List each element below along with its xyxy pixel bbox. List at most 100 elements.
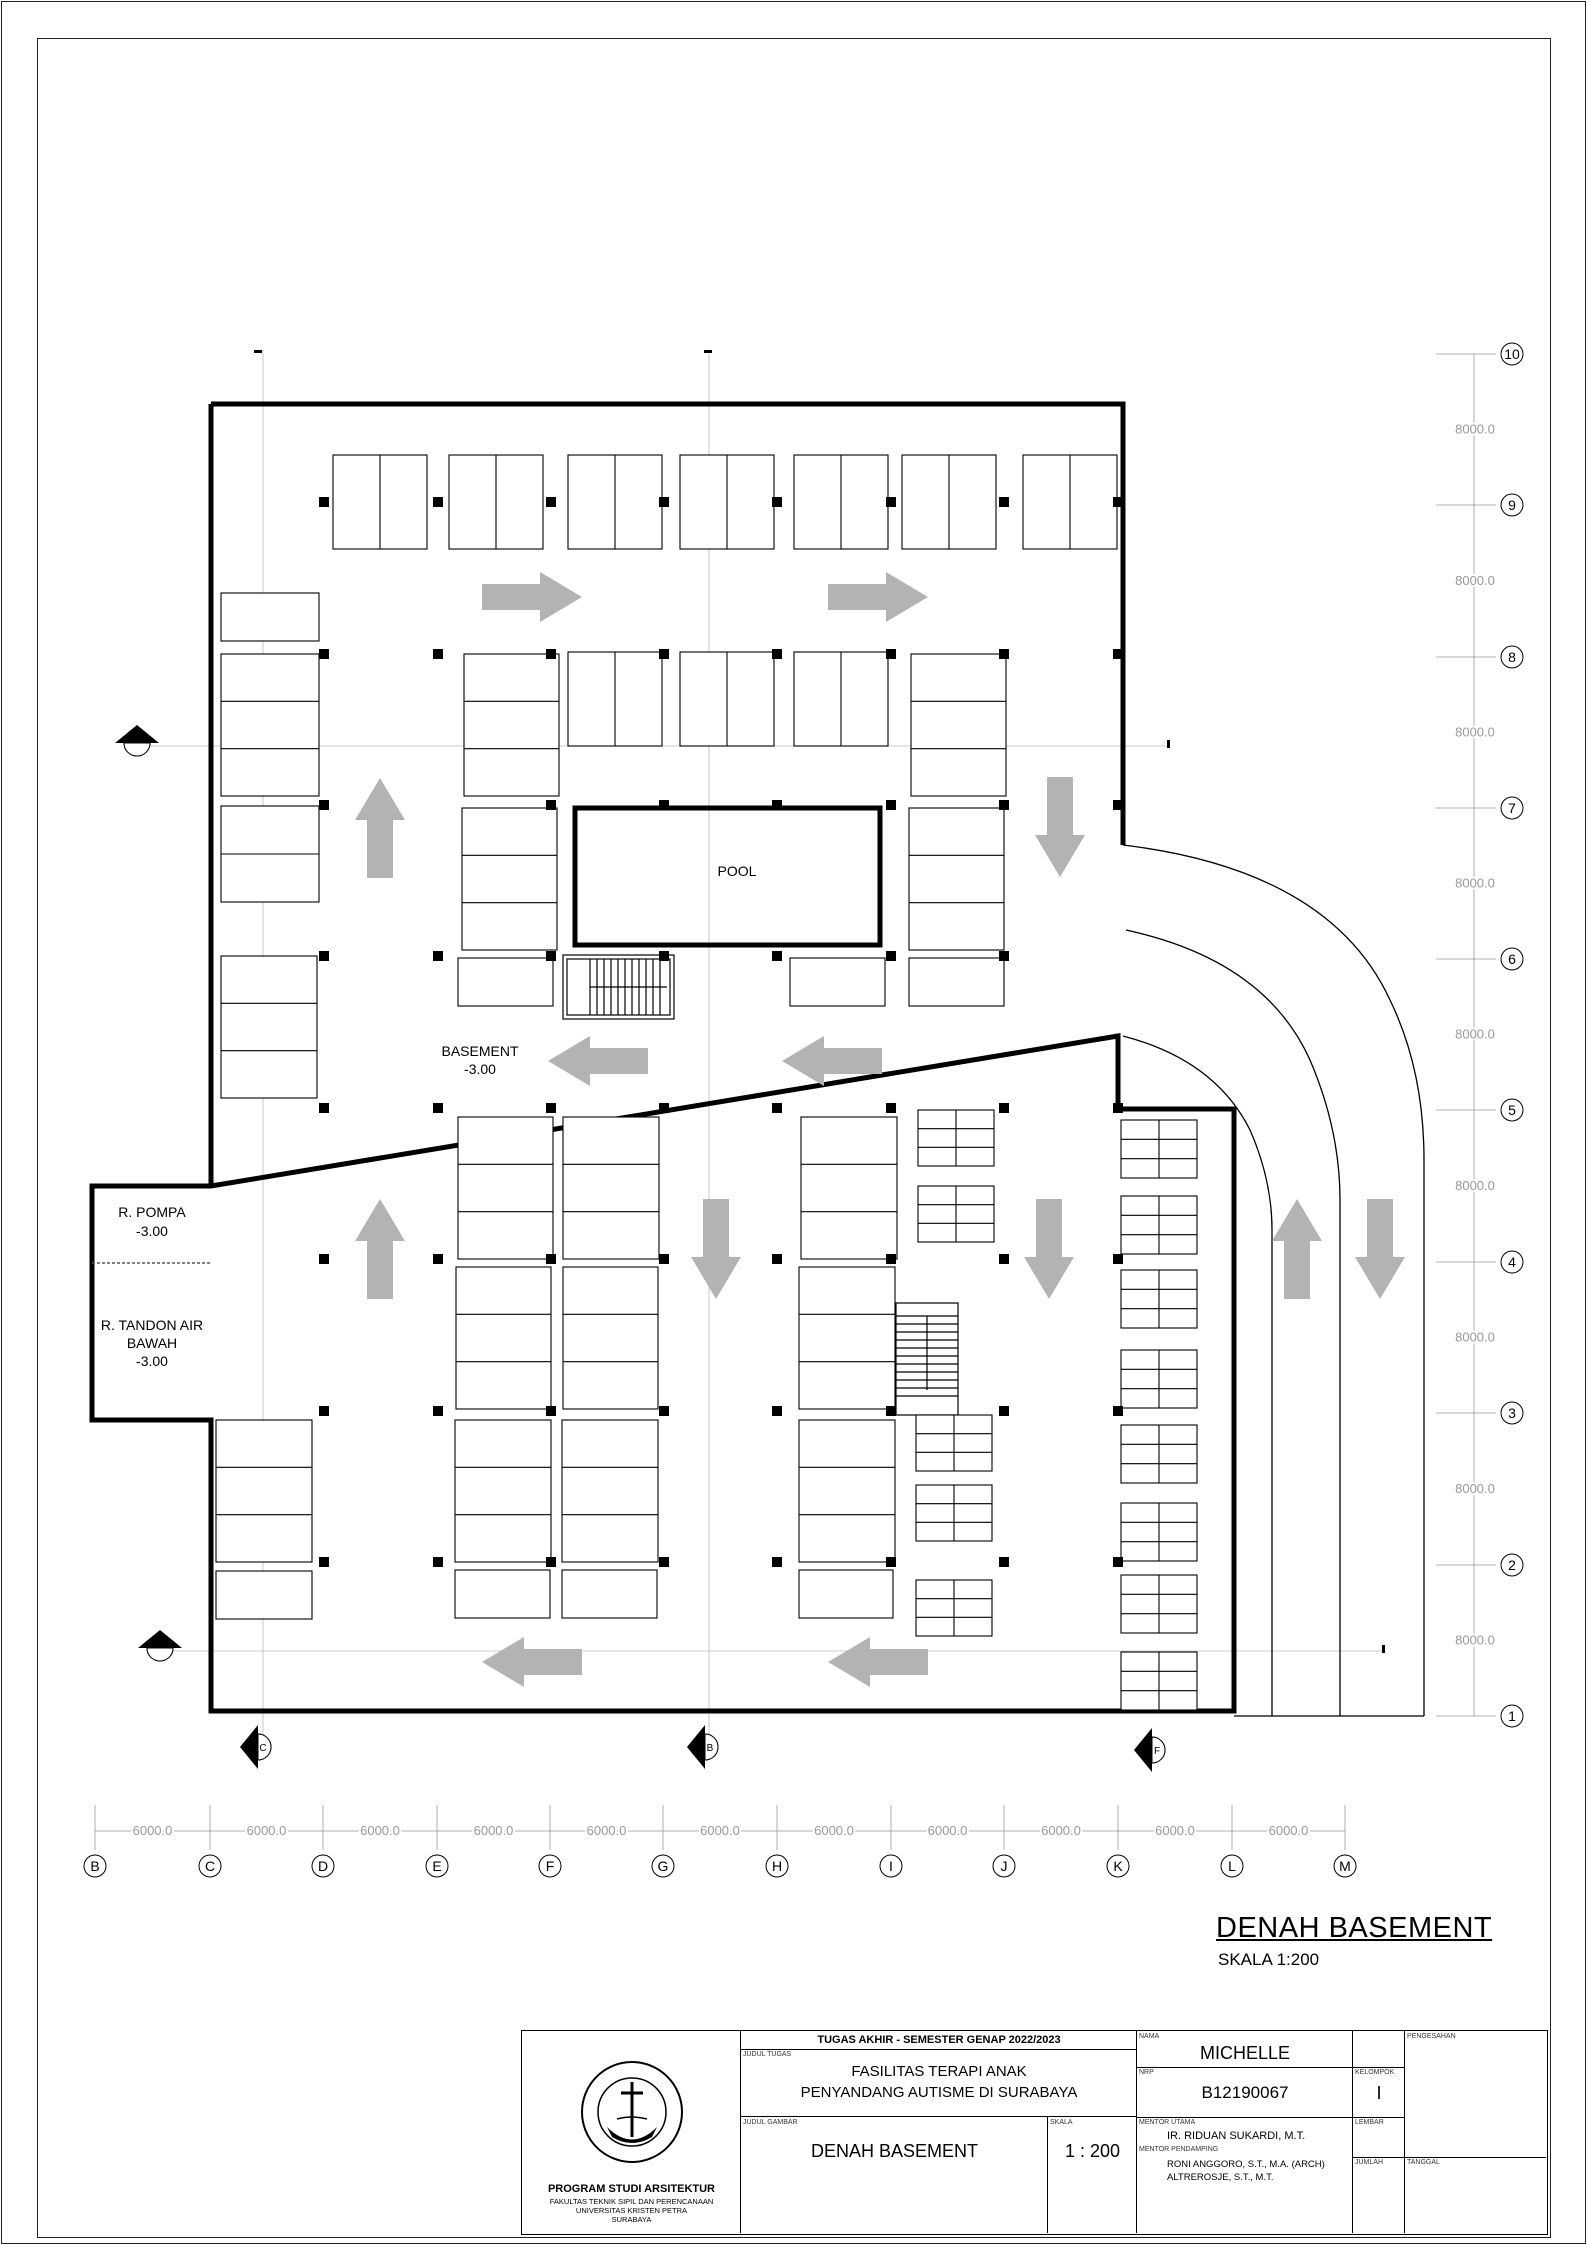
stall-outline [461,807,558,951]
drawing-name: DENAH BASEMENT [810,2141,979,2161]
stall-block [1120,1651,1198,1711]
section-arrow [115,725,159,743]
column [999,951,1009,961]
stair-bottom [895,1302,959,1416]
grid-bubble [765,1854,789,1878]
tank-room-label-2: BAWAH [127,1335,177,1351]
section-marker-d: D [115,725,159,757]
stall-block [789,957,886,1007]
grid-bubble [879,1854,903,1878]
arrow-up [1272,1199,1322,1299]
parking-stalls [215,454,1198,1711]
logo-cell: PROGRAM STUDI ARSITEKTUR FAKULTAS TEKNIK… [522,2031,741,2233]
task-header: TUGAS AKHIR - SEMESTER GENAP 2022/2023 [817,2034,1061,2046]
column [433,497,443,507]
grid-col-label: K [1113,1858,1123,1874]
grid-bubble [1106,1854,1130,1878]
grid-bubble [1220,1854,1244,1878]
tanggal-label: TANGGAL [1407,2159,1440,2166]
stall-block [1120,1195,1198,1255]
mentor-pendamping-1: RONI ANGGORO, S.T., M.A. (ARCH) [1167,2159,1325,2170]
grid-tick [1167,740,1170,748]
drawing-scale: SKALA 1:200 [1218,1950,1320,1969]
column [319,1406,329,1416]
stall-block [567,651,663,747]
column [999,649,1009,659]
grid-row-label: 5 [1508,1102,1516,1118]
pengesahan-label: PENGESAHAN [1407,2033,1456,2040]
column [772,1406,782,1416]
stall-block [798,1419,896,1563]
pool [572,805,883,948]
skala-label: SKALA [1050,2119,1073,2126]
grid-bubble [425,1854,449,1878]
section-marker-c: C [240,1725,272,1769]
grid-row-label: 10 [1504,346,1520,362]
stall-outline [561,1419,659,1563]
stall-outline [908,957,1005,1007]
grid-col-label: I [889,1858,893,1874]
stall-block [562,1266,659,1410]
col-dim-value: 6000.0 [1041,1823,1081,1838]
grid-tick [704,350,712,353]
grid-col-label: E [432,1858,441,1874]
stall-outline [910,653,1007,797]
program-name: PROGRAM STUDI ARSITEKTUR [547,2183,716,2195]
grid-bubble [992,1854,1016,1878]
grid-col-label: J [1001,1858,1008,1874]
stall-outline [220,592,320,642]
stall-block [793,651,889,747]
column [659,497,669,507]
drawing-title-cell: JUDUL GAMBAR DENAH BASEMENT [741,2117,1048,2233]
row-dimensions: 108000.098000.088000.078000.068000.05800… [1436,342,1524,1728]
col-dim-value: 6000.0 [1155,1823,1195,1838]
column [546,1557,556,1567]
col-dim-value: 6000.0 [133,1823,173,1838]
column [1113,649,1123,659]
column [886,1103,896,1113]
stall-outline [215,1570,313,1620]
arrow-up [355,1199,405,1299]
jumlah-label: JUMLAH [1355,2159,1384,2166]
mentor-utama: IR. RIDUAN SUKARDI, M.T. [1167,2130,1306,2142]
drawing-frame [37,38,1551,2238]
grid-col-label: C [205,1858,215,1874]
stall-block [215,1570,313,1620]
grid-bubble [1500,645,1524,669]
column [319,1254,329,1264]
column-dimensions: B6000.0C6000.0D6000.0E6000.0F6000.0G6000… [83,1805,1357,1878]
column [319,800,329,810]
stall-block [454,1569,551,1619]
stall-block [908,957,1005,1007]
stall-block [915,1579,993,1637]
stall-block [1120,1502,1198,1562]
stall-block [457,957,554,1007]
section-arrow [687,1725,705,1769]
section-marker-a: A [138,1630,182,1662]
mentor-utama-label: MENTOR UTAMA [1139,2119,1196,2126]
section-arrow [240,1725,258,1769]
stall-block [461,807,558,951]
judul-tugas-label: JUDUL TUGAS [743,2051,792,2058]
stall-block [215,1419,313,1563]
column [433,951,443,961]
stall-block [561,1419,659,1563]
lembar-label: LEMBAR [1355,2119,1384,2126]
faculty-name: FAKULTAS TEKNIK SIPIL DAN PERENCANAAN [549,2197,714,2206]
project-title-1: FASILITAS TERAPI ANAK [851,2063,1027,2080]
arrow-left [482,1637,582,1687]
tank-room-label-1: R. TANDON AIR [101,1317,203,1333]
grid-col-label: B [90,1858,99,1874]
grid-bubble [1500,1704,1524,1728]
stall-block [798,1266,896,1410]
stall-block [562,1116,660,1260]
column [659,1103,669,1113]
stall-block [220,653,320,797]
stall-block [915,1484,993,1542]
grid-bubble [538,1854,562,1878]
grid-row-label: 2 [1508,1557,1516,1573]
column [886,1406,896,1416]
column [659,1406,669,1416]
grid-bubble [198,1854,222,1878]
